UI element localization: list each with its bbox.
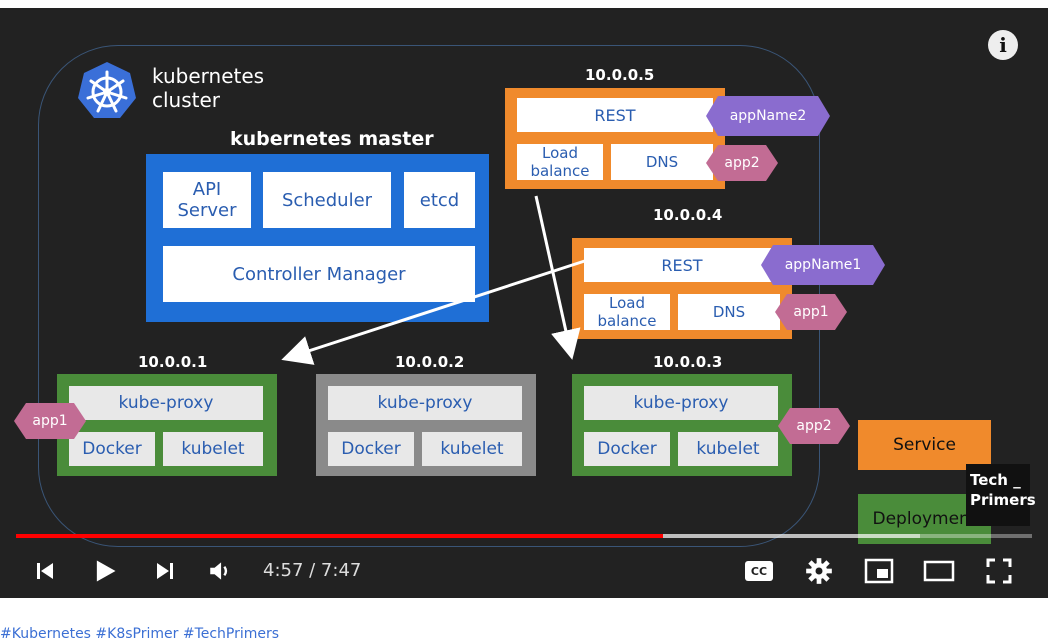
volume-icon	[210, 562, 228, 580]
previous-button[interactable]	[28, 554, 62, 588]
node-app-tag: app1	[14, 403, 86, 439]
fullscreen-icon	[986, 558, 1012, 584]
load-balance-line2: balance	[597, 312, 657, 330]
kubelet-box: kubelet	[163, 432, 263, 466]
load-balance-line2: balance	[530, 162, 590, 180]
node-app-tag: app2	[778, 408, 850, 444]
rest-box: REST	[517, 98, 713, 132]
node-ip: 10.0.0.2	[395, 353, 465, 371]
worker-node: kube-proxy Docker kubelet	[572, 374, 792, 476]
video-hashtags[interactable]: #Kubernetes #K8sPrimer #TechPrimers	[0, 626, 280, 642]
captions-button[interactable]: CC	[742, 554, 776, 588]
channel-watermark[interactable]: Tech _ Primers	[966, 464, 1036, 526]
kubelet-box: kubelet	[422, 432, 522, 466]
kube-proxy-box: kube-proxy	[328, 386, 522, 420]
legend-service: Service	[858, 420, 991, 470]
video-player[interactable]: kubernetes cluster kubernetes master API…	[0, 8, 1048, 598]
captions-icon: CC	[745, 561, 773, 581]
dns-box: DNS	[678, 294, 780, 330]
pod-ip: 10.0.0.5	[585, 66, 655, 84]
player-controls: 4:57 / 7:47 CC	[0, 544, 1048, 598]
node-ip: 10.0.0.1	[138, 353, 208, 371]
volume-button[interactable]	[203, 554, 237, 588]
watermark-line2: Primers	[970, 491, 1036, 509]
miniplayer-button[interactable]	[862, 554, 896, 588]
pod-ip: 10.0.0.4	[653, 206, 723, 224]
time-display: 4:57 / 7:47	[263, 560, 362, 581]
etcd-box: etcd	[404, 172, 475, 228]
load-balance-line1: Load	[542, 144, 578, 162]
master-title: kubernetes master	[230, 128, 434, 150]
load-balance-box: Load balance	[584, 294, 670, 330]
kube-proxy-box: kube-proxy	[584, 386, 778, 420]
play-button[interactable]	[88, 554, 122, 588]
play-icon	[96, 560, 116, 582]
cluster-label-line2: cluster	[152, 88, 221, 112]
master-node: API Server Scheduler etcd Controller Man…	[146, 154, 489, 322]
app-name-tag: appName1	[761, 245, 885, 285]
load-balance-box: Load balance	[517, 144, 603, 180]
progress-played	[16, 534, 664, 538]
settings-button[interactable]	[802, 554, 836, 588]
next-button[interactable]	[148, 554, 182, 588]
video-frame[interactable]: kubernetes cluster kubernetes master API…	[0, 8, 1048, 598]
scheduler-box: Scheduler	[263, 172, 391, 228]
info-button[interactable]: i	[988, 30, 1018, 60]
pod-box: REST Load balance DNS	[572, 238, 792, 339]
controller-manager-box: Controller Manager	[163, 246, 475, 302]
rest-box: REST	[584, 248, 780, 282]
cluster-label-line1: kubernetes	[152, 64, 265, 88]
kube-proxy-box: kube-proxy	[69, 386, 263, 420]
progress-bar[interactable]	[16, 534, 1032, 538]
api-server-line2: Server	[177, 200, 237, 221]
miniplayer-icon	[864, 558, 894, 584]
settings-icon	[806, 558, 832, 584]
node-ip: 10.0.0.3	[653, 353, 723, 371]
watermark-line1: Tech _	[970, 471, 1021, 489]
fullscreen-button[interactable]	[982, 554, 1016, 588]
load-balance-line1: Load	[609, 294, 645, 312]
worker-node: kube-proxy Docker kubelet	[316, 374, 536, 476]
app-label-tag: app1	[775, 294, 847, 330]
kubernetes-logo-icon	[78, 62, 136, 118]
docker-box: Docker	[584, 432, 670, 466]
next-icon	[157, 563, 173, 579]
docker-box: Docker	[328, 432, 414, 466]
previous-icon	[37, 563, 53, 579]
theater-icon	[923, 560, 955, 582]
worker-node: kube-proxy Docker kubelet	[57, 374, 277, 476]
theater-mode-button[interactable]	[922, 554, 956, 588]
app-name-tag: appName2	[706, 96, 830, 136]
pod-box: REST Load balance DNS	[505, 88, 725, 189]
api-server-box: API Server	[163, 172, 251, 228]
kubelet-box: kubelet	[678, 432, 778, 466]
dns-box: DNS	[611, 144, 713, 180]
docker-box: Docker	[69, 432, 155, 466]
api-server-line1: API	[192, 179, 222, 200]
app-label-tag: app2	[706, 145, 778, 181]
